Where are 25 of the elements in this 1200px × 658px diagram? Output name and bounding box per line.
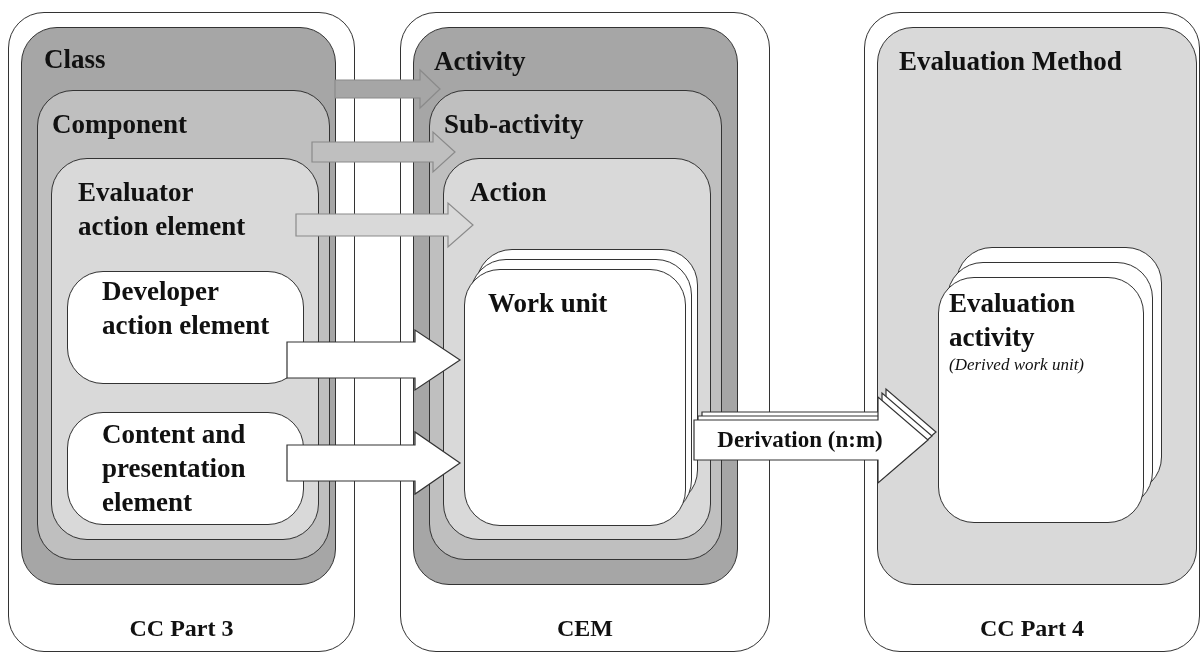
- box-heading: Evaluation Method: [899, 45, 1122, 78]
- rounded-box: [51, 158, 319, 540]
- box-subtitle: (Derived work unit): [949, 354, 1085, 376]
- box-heading: Sub-activity: [444, 108, 584, 141]
- box-heading: Action: [470, 176, 547, 209]
- rounded-box: [67, 412, 304, 525]
- box-heading: Component: [52, 108, 187, 141]
- box-heading: Class: [44, 43, 106, 76]
- panel-label: CEM: [556, 614, 614, 643]
- box-heading: Content and presentation element: [102, 418, 247, 519]
- panel-label: CC Part 4: [979, 614, 1085, 643]
- box-heading: Work unit: [488, 287, 608, 320]
- box-heading: Evaluator action element: [78, 176, 247, 243]
- rounded-box: [8, 12, 355, 652]
- rounded-box: [938, 277, 1144, 523]
- rounded-box: [464, 269, 686, 526]
- panel-label: CC Part 3: [128, 614, 235, 643]
- rounded-box: [443, 158, 711, 540]
- box-heading: Activity: [434, 45, 526, 78]
- rounded-box: [67, 271, 304, 384]
- box-heading: Evaluation activity: [949, 287, 1077, 354]
- rounded-box: [37, 90, 330, 560]
- box-heading: Developer action element: [102, 275, 271, 342]
- rounded-box: [21, 27, 336, 585]
- edge-label: Derivation (n:m): [717, 427, 883, 453]
